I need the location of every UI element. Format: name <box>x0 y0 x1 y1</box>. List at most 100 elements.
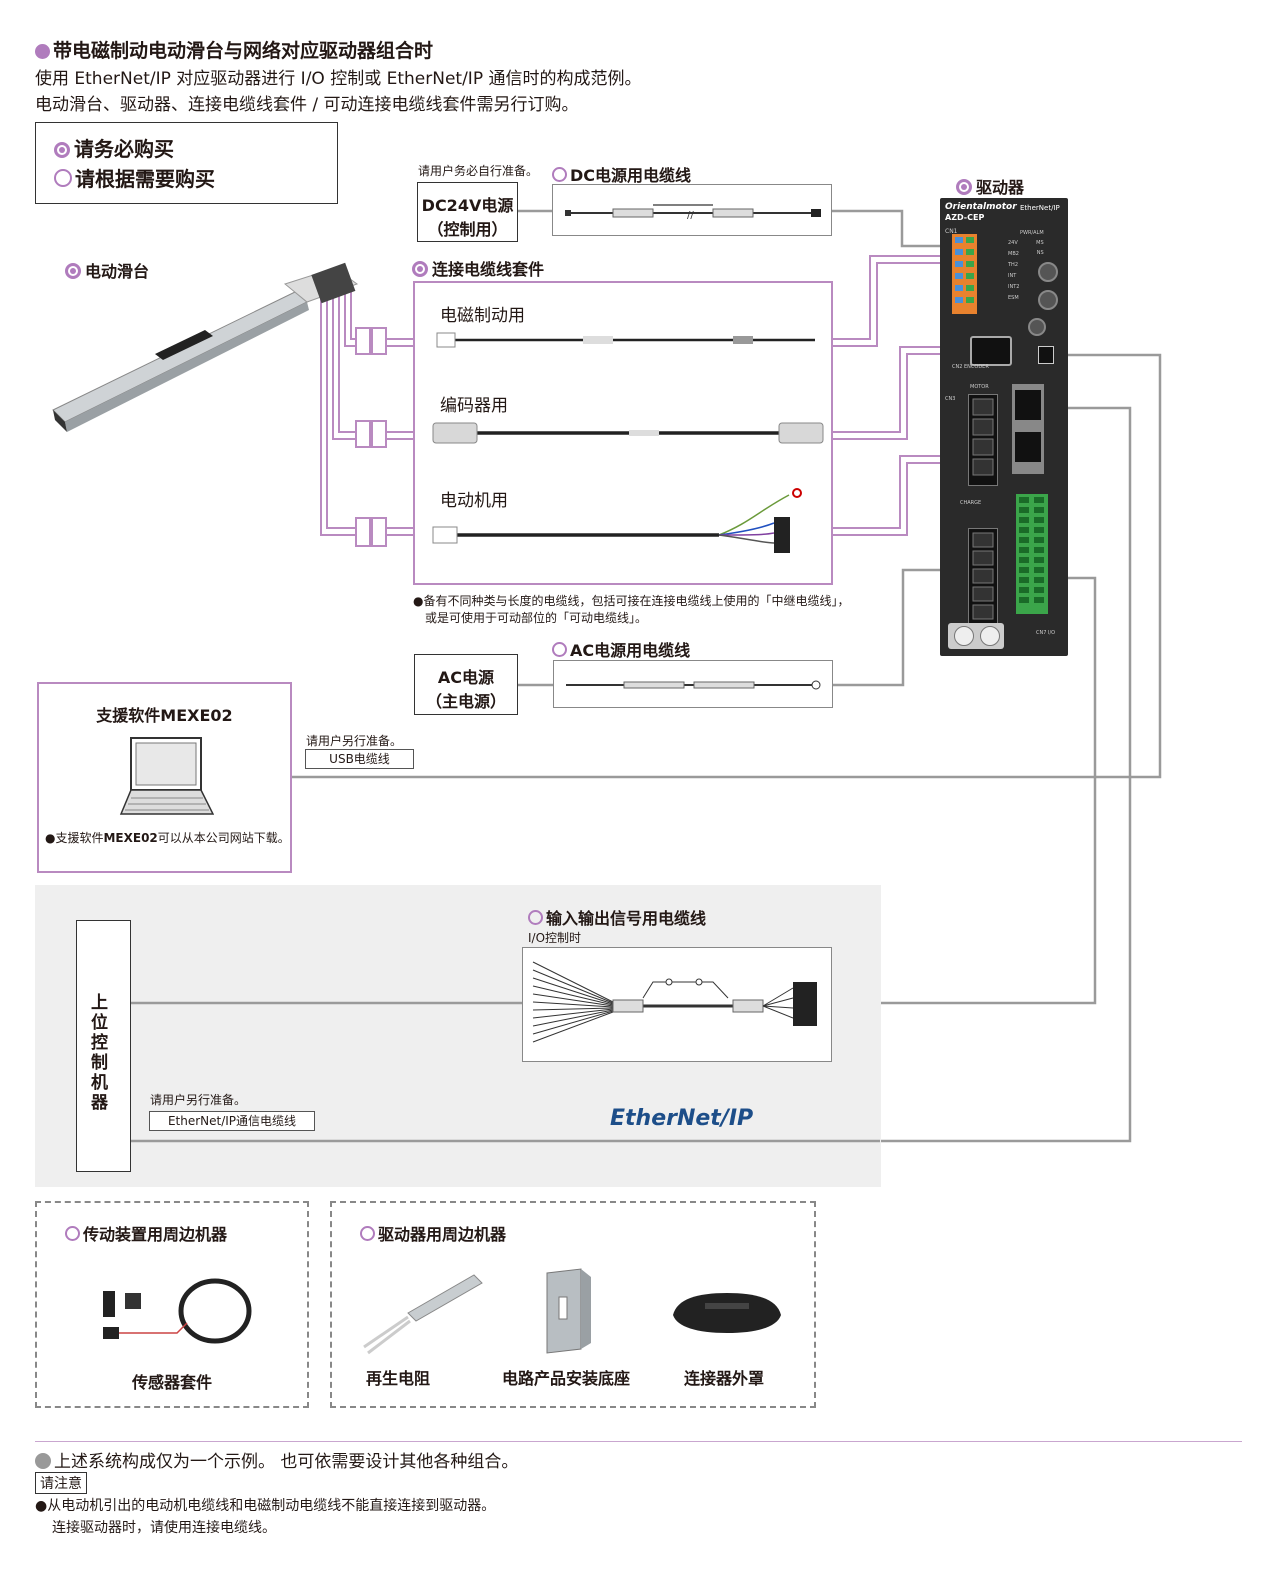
host-controller-box: 上位控制机器 <box>76 920 131 1172</box>
optional-ring-icon <box>528 910 543 925</box>
cable-kit-box: 电磁制动用 编码器用 电动机用 <box>413 281 833 585</box>
optional-ring-icon <box>54 169 72 187</box>
ethernet-note: 请用户另行准备。 <box>150 1093 247 1107</box>
must-buy-dot-icon <box>54 142 70 158</box>
ac-power-label: AC电源 <box>437 668 495 687</box>
optional-ring-icon <box>552 167 567 182</box>
gray-dot-icon <box>35 1453 51 1469</box>
cn7-io-terminal[interactable] <box>1016 494 1048 614</box>
host-controller-label: 上位控制机器 <box>91 993 108 1113</box>
attention-tag: 请注意 <box>35 1472 87 1494</box>
software-note: ●支援软件MEXE02可以从本公司网站下载。 <box>45 831 290 845</box>
slider-brake-cable-line <box>344 290 356 347</box>
screw-icon <box>980 626 1000 646</box>
software-title: 支援软件MEXE02 <box>96 706 233 725</box>
encoder-cable-label: 编码器用 <box>440 396 508 416</box>
ac-cable-title: AC电源用电缆线 <box>552 637 690 661</box>
driver-cn3-label: CN3 <box>945 396 956 402</box>
dc-power-box: DC24V电源 （控制用） <box>417 182 518 242</box>
usb-note: 请用户另行准备。 <box>306 734 403 748</box>
cn2-encoder-port[interactable] <box>970 336 1012 366</box>
ac-cable-box <box>553 660 833 708</box>
footer-line-3: 连接驱动器时，请使用连接电缆线。 <box>52 1520 276 1536</box>
optional-ring-icon <box>360 1226 375 1241</box>
driver-cn7-label: CN7 I/O <box>1036 630 1056 636</box>
mounting-plate-image <box>546 1268 591 1354</box>
dc-cable-box: // <box>552 184 832 236</box>
ac-cable-image <box>566 680 821 690</box>
ethernet-port-1[interactable] <box>1015 390 1041 420</box>
brake-cable-label: 电磁制动用 <box>440 306 525 326</box>
address-dial-2[interactable] <box>1038 290 1058 310</box>
io-line <box>832 576 1097 1005</box>
home-button[interactable] <box>1028 318 1046 336</box>
dc-to-driver-line <box>832 209 968 248</box>
cable-kit-note-1: ●备有不同种类与长度的电缆线，包括可接在连接电缆线上使用的「中继电缆线」， <box>413 594 850 608</box>
address-dial-1[interactable] <box>1038 262 1058 282</box>
optional-ring-icon <box>65 1226 80 1241</box>
regenerative-resistor-label: 再生电阻 <box>366 1369 431 1388</box>
dc-power-note: 请用户务必自行准备。 <box>418 164 539 178</box>
sensor-kit-image <box>103 1278 252 1344</box>
must-buy-dot-icon <box>956 179 972 195</box>
driver-brand: Orientalmotor <box>945 202 1017 212</box>
mounting-plate-label: 电路产品安装底座 <box>502 1369 631 1388</box>
usb-cable-label: USB电缆线 <box>305 749 414 769</box>
motor-to-driver-line <box>832 455 968 529</box>
dc-power-sublabel: （控制用） <box>427 220 508 239</box>
electric-slider-image <box>52 262 359 432</box>
cable-kit-note-2: 或是可使用于可动部位的「可动电缆线」。 <box>425 611 648 625</box>
ethernet-ports[interactable] <box>1012 384 1044 474</box>
usb-port[interactable] <box>1038 346 1054 364</box>
slider-encoder-cable-line <box>332 290 356 440</box>
io-cable-image <box>532 961 817 1043</box>
cn3-motor-terminal[interactable] <box>968 394 998 486</box>
cn4-power-terminal[interactable] <box>968 528 998 624</box>
dc-power-label: DC24V电源 <box>421 196 514 215</box>
slider-motor-cable-line <box>320 290 356 536</box>
laptop-icon <box>119 737 214 815</box>
actuator-peripherals-box: 传动装置用周边机器 传感器套件 <box>35 1201 309 1408</box>
driver-network-label: EtherNet/IP <box>1020 204 1060 212</box>
actuator-peripherals-title: 传动装置用周边机器 <box>65 1221 227 1245</box>
driver-peripherals-box: 驱动器用周边机器 再生电阻 电路产品安装底座 连接器外罩 <box>330 1201 816 1408</box>
usb-line <box>292 353 1162 779</box>
motor-cable-image <box>432 488 802 553</box>
ac-power-box: AC电源 （主电源） <box>414 654 518 715</box>
must-buy-dot-icon <box>412 261 428 277</box>
io-cable-title: 输入输出信号用电缆线 <box>528 905 706 929</box>
slider-title: 电动滑台 <box>65 258 149 282</box>
cable-kit-title: 连接电缆线套件 <box>412 256 544 280</box>
driver-bottom-screws <box>948 623 1004 649</box>
screw-icon <box>954 626 974 646</box>
driver-cn1-label: CN1 <box>945 228 958 235</box>
driver-charge-label: CHARGE <box>960 500 982 506</box>
ac-power-sublabel: （主电源） <box>425 692 506 711</box>
footer-divider <box>35 1441 1242 1442</box>
dc-cable-image: // <box>565 204 821 221</box>
motor-cable-label: 电动机用 <box>440 491 508 511</box>
ac-to-driver-line <box>832 568 968 687</box>
optional-ring-icon <box>552 642 567 657</box>
regenerative-resistor-image <box>363 1274 483 1355</box>
footer-line-2: ●从电动机引出的电动机电缆线和电磁制动电缆线不能直接连接到驱动器。 <box>35 1498 496 1514</box>
svg-text://: // <box>687 210 694 221</box>
driver-peripherals-title: 驱动器用周边机器 <box>360 1221 506 1245</box>
brake-to-driver-line <box>832 255 968 340</box>
legend-box: 请务必购买 请根据需要购买 <box>35 122 338 204</box>
must-buy-dot-icon <box>65 263 81 279</box>
ethernet-ip-logo: EtherNet/IP <box>610 1106 754 1131</box>
encoder-cable-image <box>432 422 824 444</box>
filled-dot-icon <box>35 44 50 59</box>
software-box: 支援软件MEXE02 ●支援软件MEXE02可以从本公司网站下载。 <box>37 682 292 873</box>
cn1-terminal[interactable] <box>952 234 977 314</box>
dc-cable-title: DC电源用电缆线 <box>552 162 691 186</box>
ethernet-port-2[interactable] <box>1015 432 1041 462</box>
page-title: 带电磁制动电动滑台与网络对应驱动器组合时 <box>35 36 433 63</box>
driver-motor-label: MOTOR <box>970 384 989 390</box>
legend-optional-buy: 请根据需要购买 <box>54 163 215 192</box>
io-cable-box <box>522 947 832 1062</box>
